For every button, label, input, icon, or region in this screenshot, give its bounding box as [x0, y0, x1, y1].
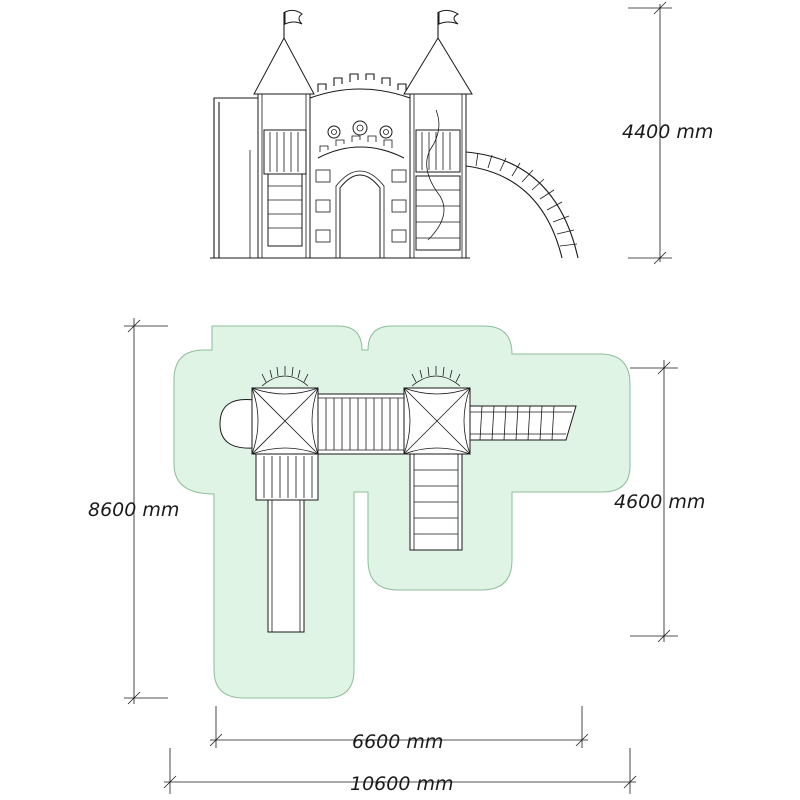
- dim-plan-width-inner: 6600 mm: [209, 706, 589, 753]
- dim-label-plan-depth-right: 4600 mm: [614, 491, 705, 513]
- safety-zone: [173, 325, 631, 699]
- dim-plan-depth-right: 4600 mm: [614, 360, 705, 643]
- elevation-view: [210, 9, 579, 259]
- right-tower-plan: [403, 366, 471, 455]
- dim-label-elevation-height: 4400 mm: [622, 121, 713, 143]
- dim-label-plan-width-total: 10600 mm: [350, 773, 454, 795]
- dim-plan-width-total: 10600 mm: [163, 748, 637, 795]
- plan-view: [173, 325, 631, 699]
- dim-label-plan-depth-total: 8600 mm: [88, 499, 179, 521]
- dim-elevation-height: 4400 mm: [622, 1, 713, 265]
- dim-label-plan-width-inner: 6600 mm: [352, 731, 443, 753]
- dim-plan-depth-total: 8600 mm: [88, 318, 179, 705]
